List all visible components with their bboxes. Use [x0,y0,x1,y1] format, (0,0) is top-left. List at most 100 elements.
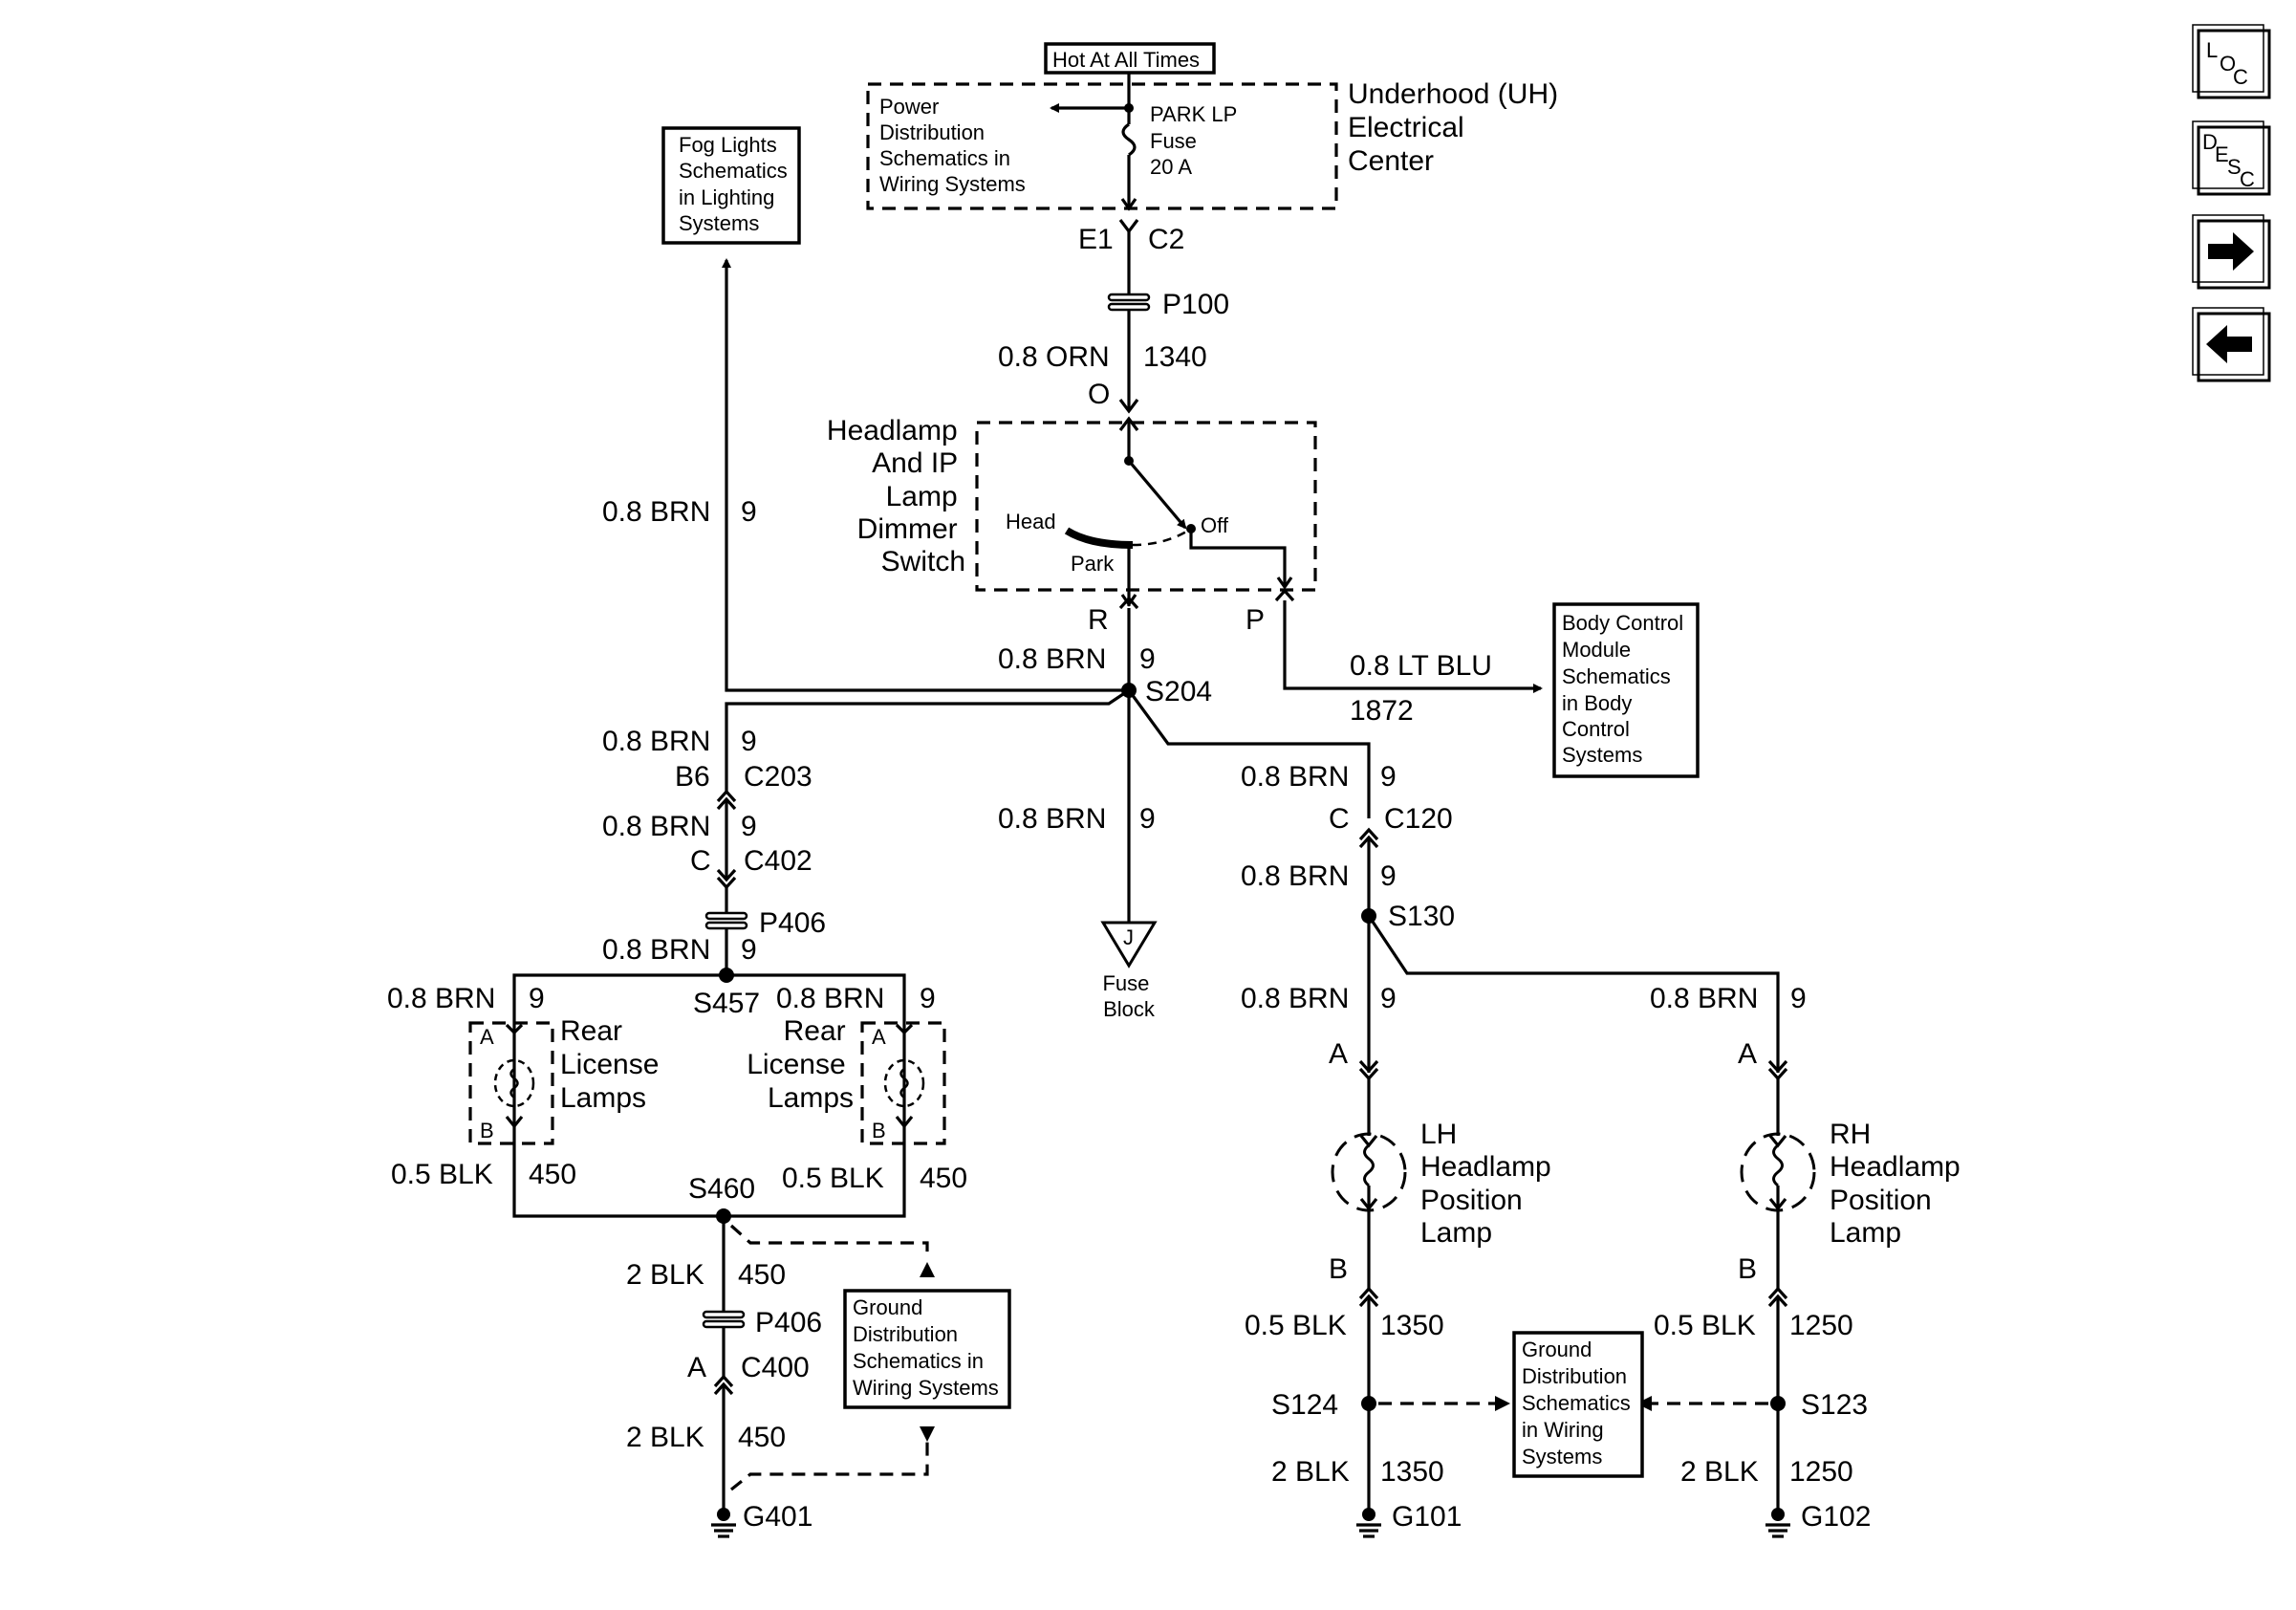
circuit-450-lower: 450 [738,1422,786,1453]
wire-brn-fog-label: 0.8 BRN [602,496,710,528]
park-lp-fuse-label: PARK LP Fuse 20 A [1150,102,1243,179]
hot-at-all-times-box [1044,42,1216,75]
ground-distribution-left-link: Ground Distribution Schematics in Wiring… [853,1295,999,1400]
pin-a-rh: A [1738,1038,1757,1070]
pin-a-left-lamp: A [480,1025,494,1049]
wire-orn-label: 0.8 ORN [998,341,1110,373]
pin-b-left-lamp: B [480,1119,494,1142]
circuit-9-right-lamp: 9 [920,983,936,1014]
body-control-module-box[interactable] [1552,602,1700,778]
ground-g102-label: G102 [1801,1501,1871,1533]
switch-head-label: Head [1006,510,1056,533]
wire-brn-label-s204: 0.8 BRN [998,643,1106,675]
previous-page-button[interactable] [2192,307,2271,382]
circuit-9-s204: 9 [1139,643,1156,675]
headlamp-switch-box [975,421,1317,592]
location-button[interactable]: L O C [2192,24,2271,99]
wire-2blk-lower: 2 BLK [626,1422,704,1453]
bcm-schematics-link: Body Control Module Schematics in Body C… [1562,611,1689,767]
fuse-block-label: Fuse Block [1102,971,1155,1021]
ground-icon [711,1508,736,1538]
wire-brn-s457: 0.8 BRN [602,934,710,966]
s130-label: S130 [1388,901,1455,932]
wire-brn-lh: 0.8 BRN [1241,983,1349,1014]
next-page-button[interactable] [2192,214,2271,290]
arrow-right-icon [2208,232,2254,271]
pin-r: R [1088,604,1109,636]
desc-d: D [2202,130,2218,154]
connector-c203: C203 [744,761,812,793]
wire-2blk-upper: 2 BLK [626,1259,704,1291]
ground-distribution-right-link: Ground Distribution Schematics in Wiring… [1522,1338,1636,1469]
loc-c: C [2233,65,2248,89]
wire-blk-lh: 0.5 BLK [1245,1310,1347,1341]
wire-brn-c120: 0.8 BRN [1241,761,1349,793]
p406-label-top: P406 [759,907,826,939]
circuit-9-s130: 9 [1380,860,1397,892]
ground-g101-label: G101 [1392,1501,1462,1533]
fog-lights-box[interactable] [661,126,801,245]
desc-s: S [2227,155,2242,179]
bulb-icon [883,1058,925,1108]
pin-b6: B6 [675,761,710,793]
switch-contact-bar [1064,527,1134,549]
wire-brn-s130: 0.8 BRN [1241,860,1349,892]
wire-brn-b6: 0.8 BRN [602,726,710,757]
connector-c2: C2 [1148,224,1184,255]
circuit-9-lh: 9 [1380,983,1397,1014]
circuit-1872: 1872 [1350,695,1414,727]
circuit-9-b6: 9 [741,726,757,757]
circuit-1340: 1340 [1143,341,1207,373]
wire-2blk-rh: 2 BLK [1680,1456,1759,1488]
pin-a-c400: A [687,1352,706,1383]
circuit-9-c120: 9 [1380,761,1397,793]
desc-c: C [2240,167,2255,191]
wire-blk-left-lamp: 0.5 BLK [391,1159,493,1190]
headlamp-switch-label: Headlamp And IP Lamp Dimmer Switch [827,415,965,577]
pin-o: O [1088,379,1110,410]
ground-distribution-left-box[interactable] [843,1289,1011,1409]
p100-label: P100 [1162,289,1229,320]
wire-brn-right-lamp: 0.8 BRN [776,983,884,1014]
wire-brn-c402: 0.8 BRN [602,811,710,842]
rear-license-lamps-left-label: Rear License Lamps [560,1015,667,1114]
j-label: J [1123,925,1134,949]
circuit-9-rh: 9 [1790,983,1807,1014]
s123-label: S123 [1801,1389,1868,1421]
rear-license-lamp-left-box [468,1021,554,1145]
circuit-9-left-lamp: 9 [529,983,545,1014]
wire-blk-rh: 0.5 BLK [1654,1310,1756,1341]
splice-s123 [1770,1396,1786,1411]
circuit-1250-lower: 1250 [1789,1456,1853,1488]
connector-c402: C402 [744,845,812,877]
wire-brn-left-lamp: 0.8 BRN [387,983,495,1014]
ground-icon [1765,1508,1790,1538]
p406-label-lower: P406 [755,1307,822,1338]
ground-distribution-right-box[interactable] [1512,1331,1644,1478]
loc-l: L [2206,38,2218,62]
circuit-9-fuseblock: 9 [1139,803,1156,835]
pin-a-right-lamp: A [872,1025,886,1049]
pin-a-lh: A [1329,1038,1348,1070]
connector-c120: C120 [1384,803,1453,835]
rh-headlamp-position-lamp-label: RH Headlamp Position Lamp [1830,1119,1968,1249]
power-distribution-text: Power Distribution Schematics in Wiring … [879,95,1026,196]
circuit-9-s457: 9 [741,934,757,966]
circuit-450-left-lamp: 450 [529,1159,576,1190]
circuit-9-c402: 9 [741,811,757,842]
pin-b-rh: B [1738,1253,1757,1285]
wire-lt-blu-label: 0.8 LT BLU [1350,650,1492,682]
pin-b-lh: B [1329,1253,1348,1285]
ground-icon [1356,1508,1381,1538]
underhood-electrical-center-box [866,82,1338,210]
circuit-1350-upper: 1350 [1380,1310,1444,1341]
p406-connector-icon [704,911,748,921]
arrow-left-icon [2206,325,2252,363]
hot-label: Hot At All Times [1052,48,1200,72]
circuit-1250-upper: 1250 [1789,1310,1853,1341]
fuse-block-j-icon [1100,921,1158,968]
description-button[interactable]: D E S C [2192,120,2271,196]
underhood-label: Underhood (UH) Electrical Center [1348,78,1566,177]
s204-label: S204 [1145,676,1212,707]
desc-e: E [2215,142,2229,166]
